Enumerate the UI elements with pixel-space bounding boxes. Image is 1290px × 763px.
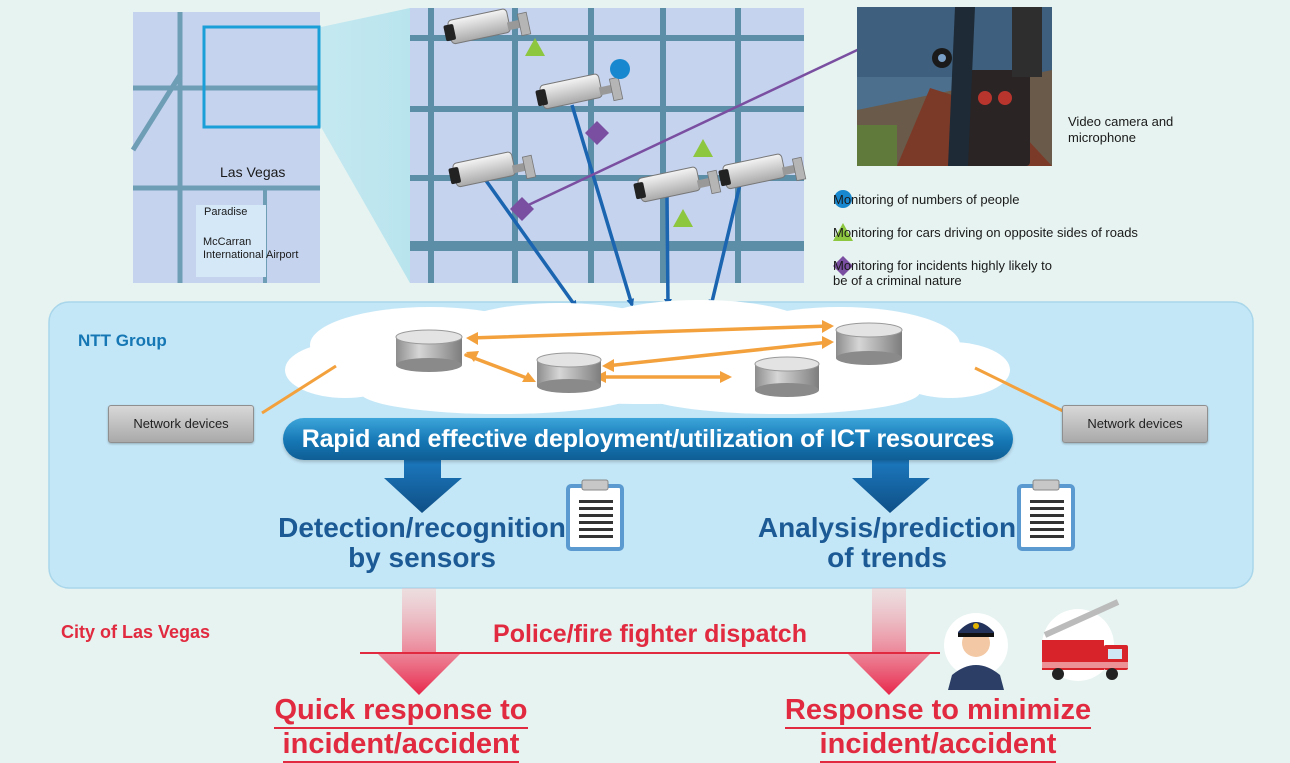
dispatch-label: Police/fire fighter dispatch: [493, 620, 807, 648]
ict-resources-banner: Rapid and effective deployment/utilizati…: [283, 418, 1013, 460]
network-link: [261, 364, 337, 415]
outcome-quick-response: Quick response to incident/accident: [156, 693, 646, 763]
map-label-paradise: Paradise: [204, 206, 248, 218]
police-officer-icon: [944, 613, 1008, 690]
city-label: City of Las Vegas: [61, 622, 211, 642]
clipboard-icon: [1017, 479, 1075, 551]
map-label-las-vegas: Las Vegas: [220, 164, 286, 180]
city-map: [130, 12, 321, 283]
camera-photo: [857, 7, 1052, 166]
network-devices-right: Network devices: [1062, 405, 1208, 443]
circle-marker-icon: [610, 59, 630, 79]
legend-triangle-icon: [833, 223, 853, 241]
triangle-marker-icon: [693, 139, 713, 157]
zoom-area-outline: [202, 25, 321, 129]
security-camera-icon: [535, 73, 624, 110]
diamond-marker-icon: [585, 121, 609, 145]
network-devices-left: Network devices: [108, 405, 254, 443]
triangle-marker-icon: [525, 38, 545, 56]
photo-caption: Video camera and microphone: [1068, 114, 1174, 145]
camera-feed-arrow: [570, 104, 635, 307]
outcome-quick-response-text: Quick response to incident/accident: [274, 694, 528, 763]
red-down-arrow: [846, 588, 932, 695]
database-icon: [835, 322, 903, 365]
down-arrow-icon: [852, 458, 930, 513]
database-icon: [395, 329, 463, 372]
analysis-heading: Analysis/prediction of trends: [757, 512, 1017, 573]
security-camera-icon: [443, 8, 532, 45]
legend-circle-icon: [834, 190, 852, 208]
camera-feed-arrow: [708, 179, 743, 308]
legend-item-criminal: Monitoring for incidents highly likely t…: [833, 258, 1052, 288]
network-link: [974, 366, 1066, 414]
security-camera-icon: [718, 153, 807, 190]
down-arrow-icon: [384, 458, 462, 513]
outcome-minimize-response-text: Response to minimize incident/accident: [784, 694, 1092, 763]
legend-item-cars: Monitoring for cars driving on opposite …: [833, 225, 1138, 240]
triangle-marker-icon: [673, 209, 693, 227]
data-link: [468, 324, 832, 340]
outcome-minimize-response: Response to minimize incident/accident: [663, 693, 1213, 763]
camera-feed-arrow: [480, 173, 578, 309]
red-down-arrow: [376, 588, 462, 695]
clipboard-icon: [566, 479, 624, 551]
data-link: [604, 340, 832, 368]
camera-feed-arrow: [663, 194, 672, 307]
ntt-group-label: NTT Group: [78, 331, 167, 350]
diamond-marker-icon: [510, 197, 534, 221]
legend-item-people: Monitoring of numbers of people: [833, 192, 1020, 207]
camera-grid-map: [410, 8, 804, 283]
security-camera-icon: [633, 166, 722, 203]
legend-diamond-icon: [833, 256, 853, 276]
fire-truck-icon: [1042, 599, 1128, 681]
database-icon: [754, 356, 820, 397]
data-link: [464, 353, 534, 382]
security-camera-icon: [448, 151, 537, 188]
detection-heading: Detection/recognition by sensors: [278, 512, 566, 573]
photo-callout-line: [521, 42, 871, 210]
database-icon: [536, 352, 602, 393]
map-label-airport: McCarran International Airport: [203, 236, 299, 261]
